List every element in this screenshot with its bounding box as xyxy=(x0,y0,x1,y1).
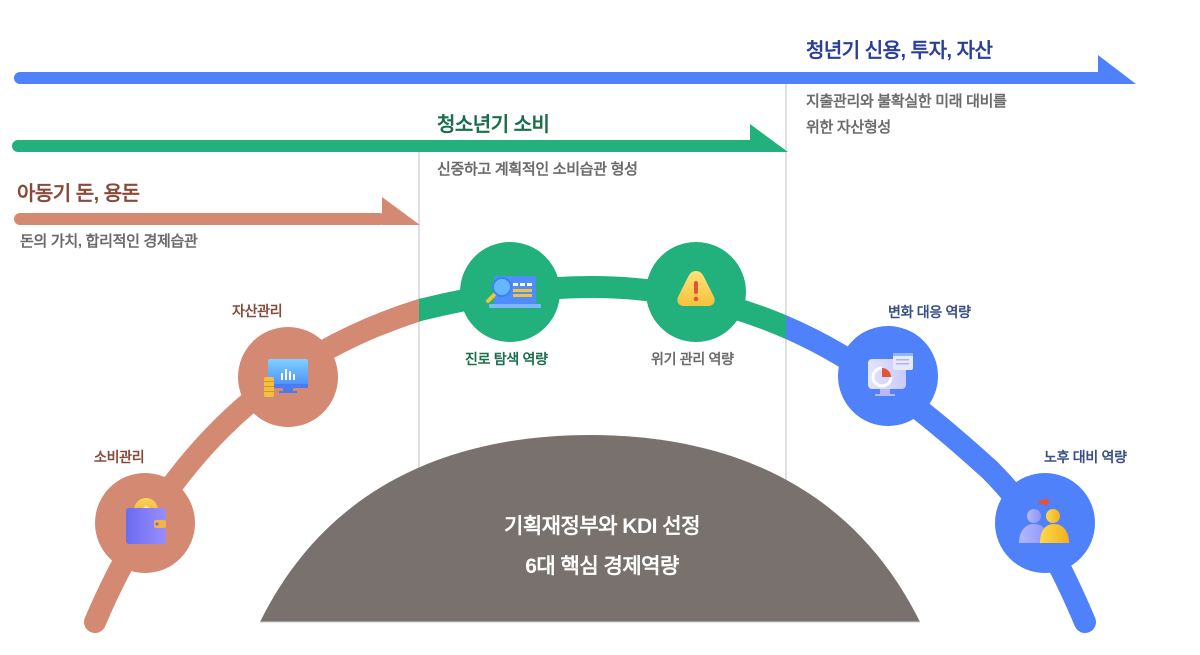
center-caption-line-2: 6대 핵심 경제역량 xyxy=(525,555,679,578)
node-label-career-exploration: 진로 탐색 역량 xyxy=(465,351,548,367)
node-career-exploration[interactable] xyxy=(460,242,560,342)
arrow-adult xyxy=(14,55,1136,84)
laptop-magnifier-icon xyxy=(486,276,541,308)
stage-title-child: 아동기 돈, 용돈 xyxy=(17,183,140,205)
stage-description-adult: 지출관리와 불확실한 미래 대비를 위한 자산형성 xyxy=(806,89,1007,141)
center-dome xyxy=(260,435,920,622)
stage-description-child: 돈의 가치, 합리적인 경제습관 xyxy=(20,229,198,255)
arrow-child xyxy=(14,197,420,225)
center-caption: 기획재정부와 KDI 선정 6대 핵심 경제역량 xyxy=(420,507,784,587)
node-change-response[interactable] xyxy=(838,326,938,426)
node-crisis-management[interactable] xyxy=(646,242,746,342)
arc-adult-segment xyxy=(786,315,1096,633)
stage-description-adult-line-1: 지출관리와 불확실한 미래 대비를 xyxy=(806,93,1007,110)
arc-child-segment xyxy=(84,298,419,633)
node-consumption-management[interactable]: $ xyxy=(95,473,195,573)
arrow-youth xyxy=(12,124,788,152)
node-retirement-preparation[interactable] xyxy=(995,473,1095,573)
stage-description-youth: 신중하고 계획적인 소비습관 형성 xyxy=(437,157,638,183)
center-caption-line-1: 기획재정부와 KDI 선정 xyxy=(504,515,700,538)
node-label-change-response: 변화 대응 역량 xyxy=(888,304,971,320)
stage-description-child-line-1: 돈의 가치, 합리적인 경제습관 xyxy=(20,233,198,250)
node-label-retirement-preparation: 노후 대비 역량 xyxy=(1044,449,1127,465)
warning-triangle-icon xyxy=(677,271,715,306)
stage-description-adult-line-2: 위한 자산형성 xyxy=(806,119,891,136)
stage-title-youth: 청소년기 소비 xyxy=(437,114,550,136)
node-label-consumption-management: 소비관리 xyxy=(94,449,145,465)
wallet-coin-icon: $ xyxy=(126,498,166,544)
node-label-crisis-management: 위기 관리 역량 xyxy=(651,351,734,367)
stage-title-adult: 청년기 신용, 투자, 자산 xyxy=(806,40,993,62)
monitor-chart-coins-icon xyxy=(264,359,308,397)
stage-description-youth-line-1: 신중하고 계획적인 소비습관 형성 xyxy=(437,161,638,178)
node-label-asset-management: 자산관리 xyxy=(232,303,283,319)
monitor-pie-chart-icon xyxy=(868,353,913,396)
node-asset-management[interactable] xyxy=(238,327,338,427)
people-transfer-icon xyxy=(1019,497,1069,543)
